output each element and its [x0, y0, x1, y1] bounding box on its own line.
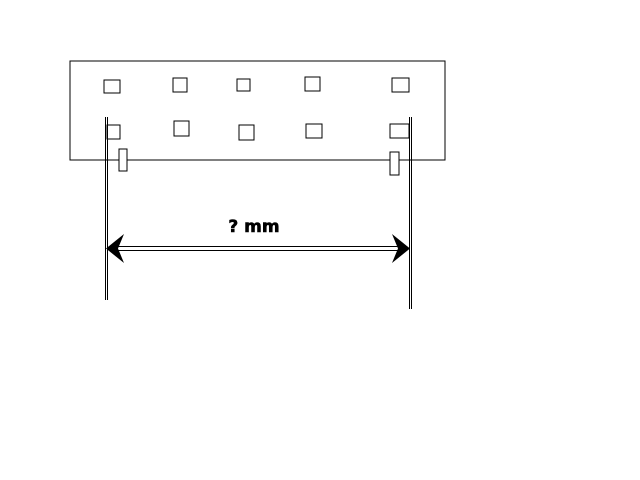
- left-extension-line: [105, 117, 108, 300]
- top-hole-row: [103, 76, 410, 94]
- hole: [173, 120, 190, 137]
- dimension-label: ? mm: [228, 217, 279, 237]
- hole: [305, 123, 323, 139]
- component-body: [69, 60, 446, 161]
- hole: [106, 124, 121, 140]
- left-tab: [118, 148, 128, 172]
- right-arrowhead: [392, 234, 410, 263]
- right-tab: [389, 151, 400, 176]
- hole: [304, 76, 321, 92]
- hole: [172, 77, 188, 93]
- hole: [236, 78, 251, 92]
- left-arrowhead: [106, 234, 124, 263]
- bottom-hole-row: [106, 120, 410, 141]
- right-extension-line: [409, 117, 412, 309]
- hole: [389, 123, 410, 139]
- dimension-line: [106, 234, 410, 263]
- hole: [391, 77, 410, 93]
- hole: [238, 124, 255, 141]
- hole: [103, 79, 121, 94]
